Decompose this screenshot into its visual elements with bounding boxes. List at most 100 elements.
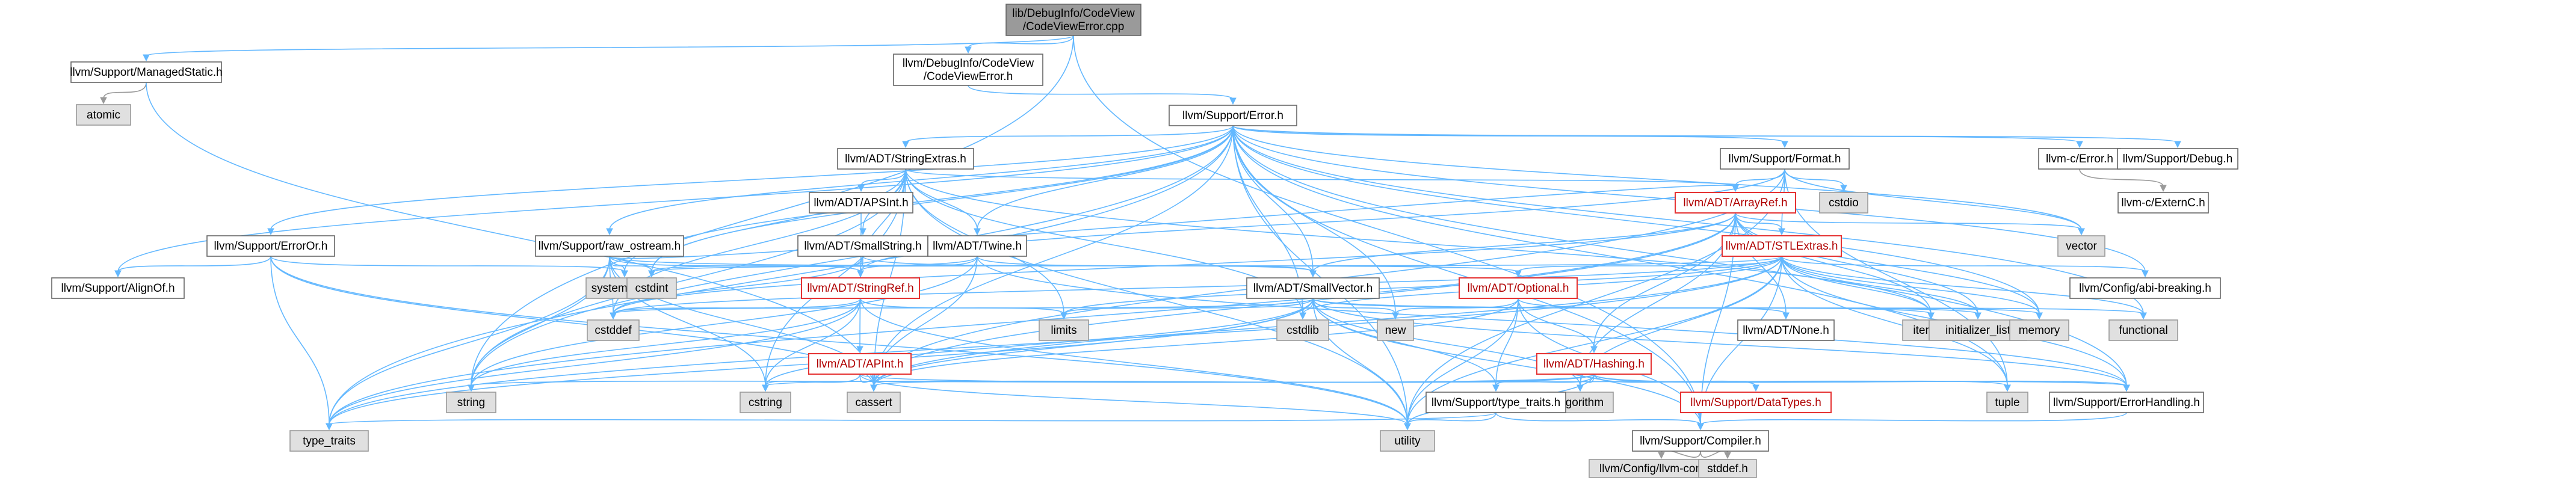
node-managed[interactable]: llvm/Support/ManagedStatic.h	[70, 61, 223, 83]
edge-arrowhead	[974, 228, 981, 236]
edge-arrowhead	[1697, 423, 1704, 431]
edge-arrowhead	[857, 185, 865, 192]
node-box	[1536, 353, 1652, 375]
node-box	[1276, 319, 1329, 341]
edge-smallvec-iterator	[1312, 298, 1935, 320]
node-label: llvm/Support/AlignOf.h	[61, 282, 175, 295]
node-cstdio: cstdio	[1819, 192, 1868, 214]
edge-line	[1073, 35, 1701, 425]
node-arrayref[interactable]: llvm/ADT/ArrayRef.h	[1675, 192, 1796, 214]
node-erroror[interactable]: llvm/Support/ErrorOr.h	[206, 235, 335, 257]
node-box	[1986, 392, 2028, 413]
edge-line	[968, 85, 1234, 100]
node-label: /CodeViewError.h	[924, 70, 1013, 83]
edge-arrowhead	[1752, 384, 1759, 392]
node-stddef: stddef.h	[1698, 459, 1757, 478]
edge-arrowhead	[606, 228, 613, 236]
node-vector: vector	[2057, 235, 2105, 257]
node-limits: limits	[1039, 319, 1089, 341]
node-box	[2117, 148, 2238, 170]
edge-line	[1063, 256, 1782, 315]
node-label: llvm/Support/raw_ostream.h	[539, 240, 681, 253]
node-box	[809, 192, 913, 214]
edge-arrowhead	[2123, 384, 2130, 392]
edge-arrowhead	[2036, 312, 2043, 320]
node-box	[1819, 192, 1868, 214]
edge-strref-utility	[860, 298, 1411, 431]
node-label: llvm/ADT/StringRef.h	[807, 282, 913, 295]
edge-smallvec-limits	[1060, 298, 1314, 320]
edge-rawos-syserr	[609, 256, 628, 278]
edge-arrowhead	[1590, 346, 1598, 354]
node-root[interactable]: lib/DebugInfo/CodeView/CodeViewError.cpp	[1005, 4, 1141, 36]
node-cerror[interactable]: llvm-c/Error.h	[2038, 148, 2121, 170]
node-label: cstdio	[1829, 197, 1859, 209]
node-strext[interactable]: llvm/ADT/StringExtras.h	[837, 148, 974, 170]
edge-line	[873, 298, 1519, 387]
node-label: atomic	[87, 109, 120, 122]
node-label: stddef.h	[1707, 463, 1748, 475]
node-label: llvm/Support/Debug.h	[2123, 153, 2233, 165]
node-label: type_traits	[303, 435, 356, 448]
edge-arrowhead	[1927, 312, 1935, 320]
node-optional[interactable]: llvm/ADT/Optional.h	[1459, 277, 1578, 299]
node-box	[801, 277, 920, 299]
edge-cverr-error	[968, 85, 1237, 105]
edge-line	[1407, 298, 1519, 425]
edge-line	[765, 374, 860, 387]
edge-line	[1232, 125, 1785, 143]
edge-arrowhead	[2004, 384, 2011, 392]
edge-arrowhead	[856, 346, 863, 354]
edge-line	[905, 168, 1408, 425]
edge-arrowhead	[1299, 312, 1306, 320]
node-errhandling[interactable]: llvm/Support/ErrorHandling.h	[2049, 392, 2204, 413]
edge-line	[329, 298, 861, 425]
edge-line	[1781, 256, 2008, 387]
node-alignof[interactable]: llvm/Support/AlignOf.h	[51, 277, 185, 299]
edge-root-cverr	[965, 35, 1074, 54]
node-apint[interactable]: llvm/ADT/APInt.h	[808, 353, 912, 375]
node-externc[interactable]: llvm-c/ExternC.h	[2117, 192, 2209, 214]
node-cfgabi[interactable]: llvm/Config/abi-breaking.h	[2069, 277, 2221, 299]
node-apsint[interactable]: llvm/ADT/APSInt.h	[809, 192, 913, 214]
node-smallvec[interactable]: llvm/ADT/SmallVector.h	[1246, 277, 1380, 299]
edge-hashing-typetraits	[1492, 374, 1595, 392]
edge-erroror-syserr	[270, 256, 628, 278]
edge-typetraits-compiler	[1495, 412, 1704, 431]
node-box	[76, 104, 131, 126]
edge-line	[860, 168, 906, 187]
edge-arrowhead	[1515, 270, 1522, 278]
node-strref[interactable]: llvm/ADT/StringRef.h	[801, 277, 920, 299]
node-compiler[interactable]: llvm/Support/Compiler.h	[1632, 430, 1769, 452]
edge-line	[270, 125, 1234, 230]
edge-line	[905, 125, 1234, 143]
edge-root-managed	[143, 35, 1074, 62]
node-datatypes[interactable]: llvm/Support/DataTypes.h	[1680, 392, 1832, 413]
node-none[interactable]: llvm/ADT/None.h	[1737, 319, 1835, 341]
edge-arrowhead	[1392, 312, 1399, 320]
node-label: llvm/ADT/STLExtras.h	[1726, 240, 1838, 253]
edge-line	[1395, 298, 1519, 315]
node-rawos[interactable]: llvm/Support/raw_ostream.h	[535, 235, 684, 257]
edge-line	[1700, 412, 2127, 425]
edge-line	[609, 185, 1736, 259]
edge-line	[1593, 374, 2127, 387]
node-box	[1039, 319, 1089, 341]
node-error[interactable]: llvm/Support/Error.h	[1169, 105, 1297, 126]
edge-line	[609, 256, 1519, 272]
edge-arrowhead	[100, 97, 107, 105]
edge-line	[905, 168, 1736, 187]
node-debug[interactable]: llvm/Support/Debug.h	[2117, 148, 2238, 170]
edge-error-smallvec	[1232, 125, 1317, 278]
node-cverr[interactable]: llvm/DebugInfo/CodeView/CodeViewError.h	[893, 54, 1043, 86]
node-stlext[interactable]: llvm/ADT/STLExtras.h	[1722, 235, 1842, 257]
edge-layer	[100, 35, 2181, 460]
node-typetraits[interactable]: llvm/Support/type_traits.h	[1425, 392, 1566, 413]
node-smallstr[interactable]: llvm/ADT/SmallString.h	[797, 235, 928, 257]
node-twine[interactable]: llvm/ADT/Twine.h	[927, 235, 1027, 257]
node-box	[1459, 277, 1578, 299]
node-hashing[interactable]: llvm/ADT/Hashing.h	[1536, 353, 1652, 375]
node-label: llvm/ADT/Twine.h	[933, 240, 1022, 253]
edge-arrowhead	[1404, 423, 1411, 431]
node-format[interactable]: llvm/Support/Format.h	[1720, 148, 1850, 170]
